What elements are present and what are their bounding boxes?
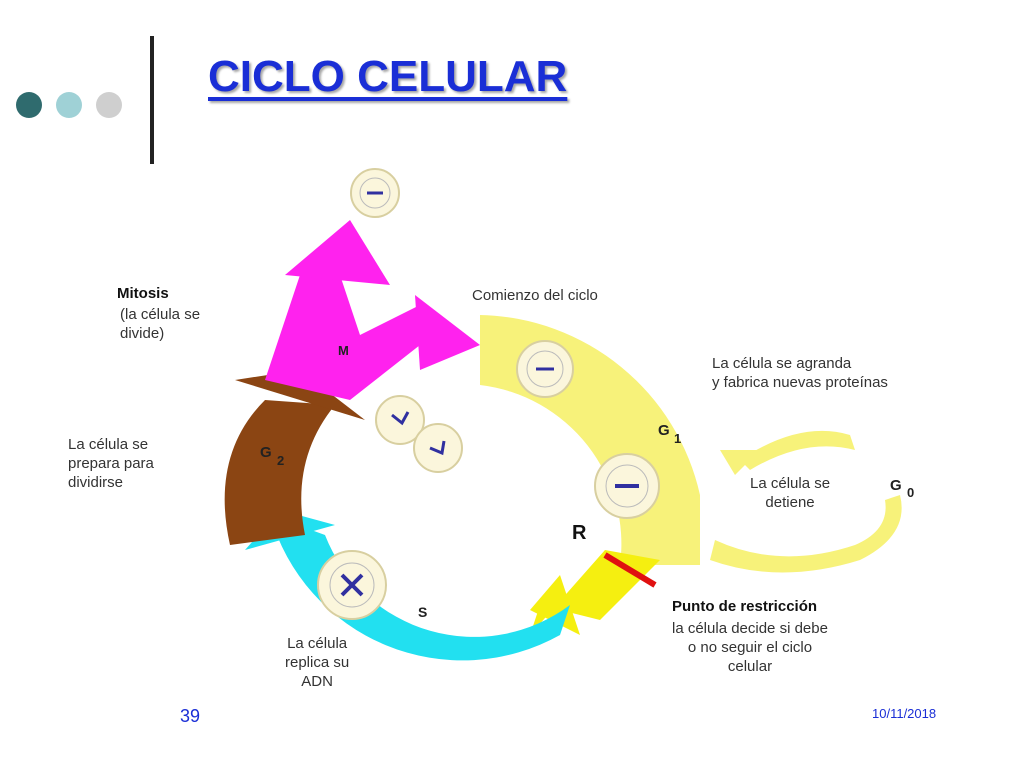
restriction-line	[603, 552, 657, 588]
cell-g1-early	[516, 340, 574, 398]
g0-loop	[710, 495, 902, 573]
bullet-dot-1	[16, 92, 42, 118]
g2-description: La célula se prepara para dividirse	[68, 436, 154, 491]
cell-top	[350, 168, 400, 218]
g0-arrow-head	[720, 450, 760, 475]
g1-arc	[480, 315, 700, 565]
g1-description: La célula se agranda y fabrica nuevas pr…	[712, 355, 888, 391]
start-label: Comienzo del ciclo	[472, 287, 598, 304]
phase-g2-sub: 2	[277, 453, 284, 468]
restriction-description: la célula decide si debe o no seguir el …	[672, 620, 828, 675]
cell-dividing	[375, 395, 463, 473]
s-description: La célula replica su ADN	[285, 635, 350, 690]
cell-cycle-svg: M G 1 G 2 G 0 S R	[224, 168, 914, 661]
phase-g2-label: G	[260, 444, 272, 461]
restriction-title: Punto de restricción	[672, 598, 818, 615]
phase-g0-label: G	[890, 477, 902, 494]
phase-m-label: M	[338, 343, 349, 358]
restriction-arrow-head	[530, 575, 580, 635]
mitosis-arrow-up-head	[285, 220, 390, 285]
restriction-marker: R	[572, 522, 587, 544]
slide-date: 10/11/2018	[872, 706, 937, 721]
phase-g1-label: G	[658, 422, 670, 439]
phase-g1-sub: 1	[674, 431, 681, 446]
phase-g0-sub: 0	[907, 485, 914, 500]
bullet-dot-2	[56, 92, 82, 118]
g2-arrow	[224, 400, 335, 545]
g0-description: La célula se detiene	[750, 475, 831, 511]
slide-title: CICLO CELULAR	[208, 52, 568, 101]
g2-arrow-head	[235, 370, 365, 420]
bullet-dots	[16, 92, 122, 118]
title-divider	[150, 36, 154, 164]
cell-s	[317, 550, 387, 620]
page-number: 39	[180, 706, 201, 726]
bullet-dot-3	[96, 92, 122, 118]
mitosis-arrow-right-head	[415, 295, 480, 370]
mitosis-description: (la célula se divide)	[120, 306, 201, 342]
g0-loop-top	[740, 430, 855, 470]
cell-cycle-diagram: M G 1 G 2 G 0 S R	[60, 165, 960, 695]
mitosis-arrow	[265, 275, 420, 400]
cell-g1-late	[594, 453, 660, 519]
mitosis-title: Mitosis	[117, 285, 169, 302]
phase-s-label: S	[418, 604, 427, 620]
